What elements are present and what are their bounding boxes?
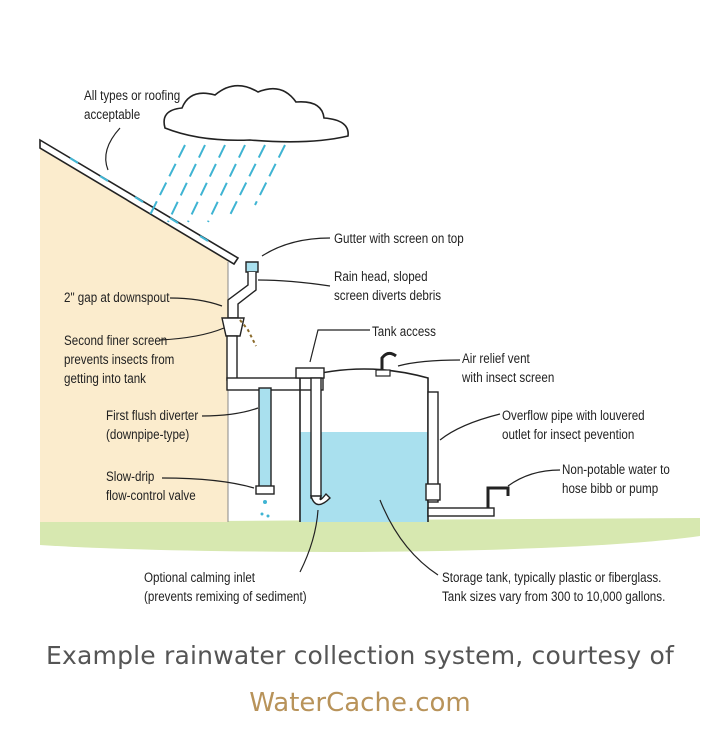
label-roofing-line-1: All types or roofing bbox=[84, 88, 181, 103]
label-calming-line-2: (prevents remixing of sediment) bbox=[144, 589, 307, 604]
label-overflow-line-1: Overflow pipe with louvered bbox=[502, 408, 645, 423]
label-calming-line-1: Optional calming inlet bbox=[144, 570, 256, 585]
label-finer-screen: Second finer screen prevents insects fro… bbox=[64, 331, 174, 388]
vertical-downpipe bbox=[226, 335, 238, 381]
label-storage-line-2: Tank sizes vary from 300 to 10,000 gallo… bbox=[442, 589, 666, 604]
label-diverter-line-2: (downpipe-type) bbox=[106, 427, 190, 442]
rain-head bbox=[221, 317, 245, 337]
label-air-vent-line-1: Air relief vent bbox=[462, 351, 530, 366]
caption-text: Example rainwater collection system, cou… bbox=[46, 641, 674, 670]
gutter bbox=[245, 261, 259, 273]
label-storage-line-1: Storage tank, typically plastic or fiber… bbox=[442, 570, 662, 585]
label-hose-line-2: hose bibb or pump bbox=[562, 481, 659, 496]
label-overflow: Overflow pipe with louvered outlet for i… bbox=[502, 406, 645, 444]
rain bbox=[149, 144, 286, 223]
label-hose-line-1: Non-potable water to bbox=[562, 462, 670, 477]
label-tank-access: Tank access bbox=[372, 322, 436, 341]
label-roofing: All types or roofing acceptable bbox=[84, 86, 180, 124]
label-slow-drip-line-1: Slow-drip bbox=[106, 469, 155, 484]
label-finer-screen-line-2: prevents insects from bbox=[64, 352, 175, 367]
caption-link-container: WaterCache.com bbox=[0, 688, 720, 718]
roof-shingles bbox=[69, 157, 209, 242]
label-storage: Storage tank, typically plastic or fiber… bbox=[442, 568, 665, 606]
label-tank-access-line-1: Tank access bbox=[372, 324, 436, 339]
house-wall bbox=[40, 145, 228, 522]
label-air-vent: Air relief vent with insect screen bbox=[462, 349, 554, 387]
label-hose: Non-potable water to hose bibb or pump bbox=[562, 460, 670, 498]
cloud bbox=[163, 84, 349, 143]
inlet-pipe bbox=[310, 377, 322, 499]
downspout bbox=[227, 272, 257, 319]
overflow-pipe bbox=[427, 391, 439, 503]
outlet-pipe bbox=[427, 507, 495, 517]
air-relief-vent bbox=[380, 351, 397, 372]
tank-access-hatch bbox=[295, 367, 325, 379]
label-gutter-line-1: Gutter with screen on top bbox=[334, 231, 464, 246]
label-overflow-line-2: outlet for insect pevention bbox=[502, 427, 635, 442]
rainwater-system-diagram bbox=[39, 84, 700, 576]
horizontal-pipe bbox=[226, 377, 324, 391]
label-rain-head: Rain head, sloped screen diverts debris bbox=[334, 267, 441, 305]
label-rain-head-line-2: screen diverts debris bbox=[334, 288, 442, 303]
label-slow-drip: Slow-drip flow-control valve bbox=[106, 467, 196, 505]
slow-drip-valve bbox=[255, 485, 275, 495]
calming-inlet bbox=[310, 492, 331, 506]
debris bbox=[239, 319, 257, 347]
watercache-link[interactable]: WaterCache.com bbox=[249, 688, 471, 718]
label-roofing-line-2: acceptable bbox=[84, 107, 141, 122]
overflow-outlet bbox=[425, 483, 441, 501]
label-calming: Optional calming inlet (prevents remixin… bbox=[144, 568, 307, 606]
label-finer-screen-line-1: Second finer screen bbox=[64, 333, 168, 348]
label-gap-line-1: 2" gap at downspout bbox=[64, 290, 170, 305]
ground bbox=[40, 518, 700, 552]
vent-base bbox=[375, 369, 391, 377]
leader-lines bbox=[105, 127, 561, 576]
label-gutter: Gutter with screen on top bbox=[334, 229, 464, 248]
first-flush-diverter bbox=[258, 387, 272, 489]
label-air-vent-line-2: with insect screen bbox=[462, 370, 555, 385]
label-diverter-line-1: First flush diverter bbox=[106, 408, 199, 423]
label-slow-drip-line-2: flow-control valve bbox=[106, 488, 196, 503]
drips bbox=[260, 500, 270, 518]
hose-bibb bbox=[486, 486, 510, 508]
label-gap: 2" gap at downspout bbox=[64, 288, 169, 307]
label-finer-screen-line-3: getting into tank bbox=[64, 371, 146, 386]
label-rain-head-line-1: Rain head, sloped bbox=[334, 269, 428, 284]
label-diverter: First flush diverter (downpipe-type) bbox=[106, 406, 198, 444]
